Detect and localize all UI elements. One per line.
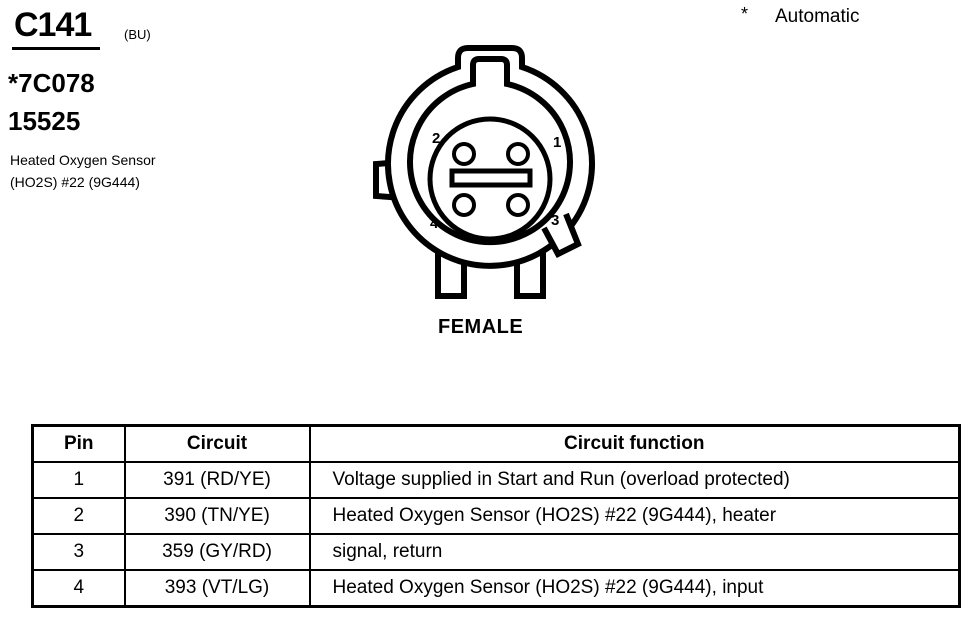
circuit-cell: 359 (GY/RD) — [123, 533, 311, 571]
connector-keyway — [541, 212, 582, 258]
pin-label-2: 2 — [432, 130, 440, 147]
component-description-line: (HO2S) #22 (9G444) — [10, 174, 140, 190]
circuit-cell: 393 (VT/LG) — [123, 569, 311, 608]
table-header-row: Pin Circuit Circuit function — [31, 424, 961, 463]
pin-circuit-table: Pin Circuit Circuit function 1 391 (RD/Y… — [31, 424, 961, 608]
column-header-pin: Pin — [31, 424, 126, 463]
center-blade — [449, 168, 533, 188]
terminal-cavity-1 — [506, 142, 530, 166]
table-row: 3 359 (GY/RD) signal, return — [31, 533, 961, 571]
terminal-cavity-3 — [506, 193, 530, 217]
part-number-primary: *7C078 — [8, 68, 95, 98]
pin-cell: 3 — [31, 533, 126, 571]
component-description-line: Heated Oxygen Sensor — [10, 152, 156, 168]
terminal-cavity-2 — [452, 142, 476, 166]
column-header-circuit: Circuit — [123, 424, 311, 463]
table-row: 4 393 (VT/LG) Heated Oxygen Sensor (HO2S… — [31, 569, 961, 608]
legend-text: Automatic — [775, 6, 860, 27]
connector-id-underline — [12, 47, 100, 50]
legend-symbol: * — [741, 4, 749, 24]
pin-cell: 2 — [31, 497, 126, 535]
terminal-face — [427, 116, 553, 242]
connector-housing-inner — [407, 56, 573, 246]
pin-label-1: 1 — [553, 134, 561, 151]
function-cell: signal, return — [308, 533, 961, 571]
table-row: 1 391 (RD/YE) Voltage supplied in Start … — [31, 461, 961, 499]
function-cell: Voltage supplied in Start and Run (overl… — [308, 461, 961, 499]
circuit-cell: 390 (TN/YE) — [123, 497, 311, 535]
connector-gender-label: FEMALE — [438, 316, 524, 338]
pin-cell: 1 — [31, 461, 126, 499]
pin-label-4: 4 — [430, 215, 439, 232]
circuit-cell: 391 (RD/YE) — [123, 461, 311, 499]
table-row: 2 390 (TN/YE) Heated Oxygen Sensor (HO2S… — [31, 497, 961, 535]
part-number-secondary: 15525 — [8, 106, 81, 136]
pin-label-3: 3 — [551, 212, 559, 229]
connector-id: C141 — [14, 6, 92, 44]
column-header-function: Circuit function — [308, 424, 961, 463]
pin-cell: 4 — [31, 569, 126, 608]
function-cell: Heated Oxygen Sensor (HO2S) #22 (9G444),… — [308, 497, 961, 535]
connector-face-diagram: 2 1 4 3 — [373, 45, 595, 299]
terminal-cavity-4 — [452, 193, 476, 217]
function-cell: Heated Oxygen Sensor (HO2S) #22 (9G444),… — [308, 569, 961, 608]
connector-color-code: (BU) — [124, 27, 151, 42]
